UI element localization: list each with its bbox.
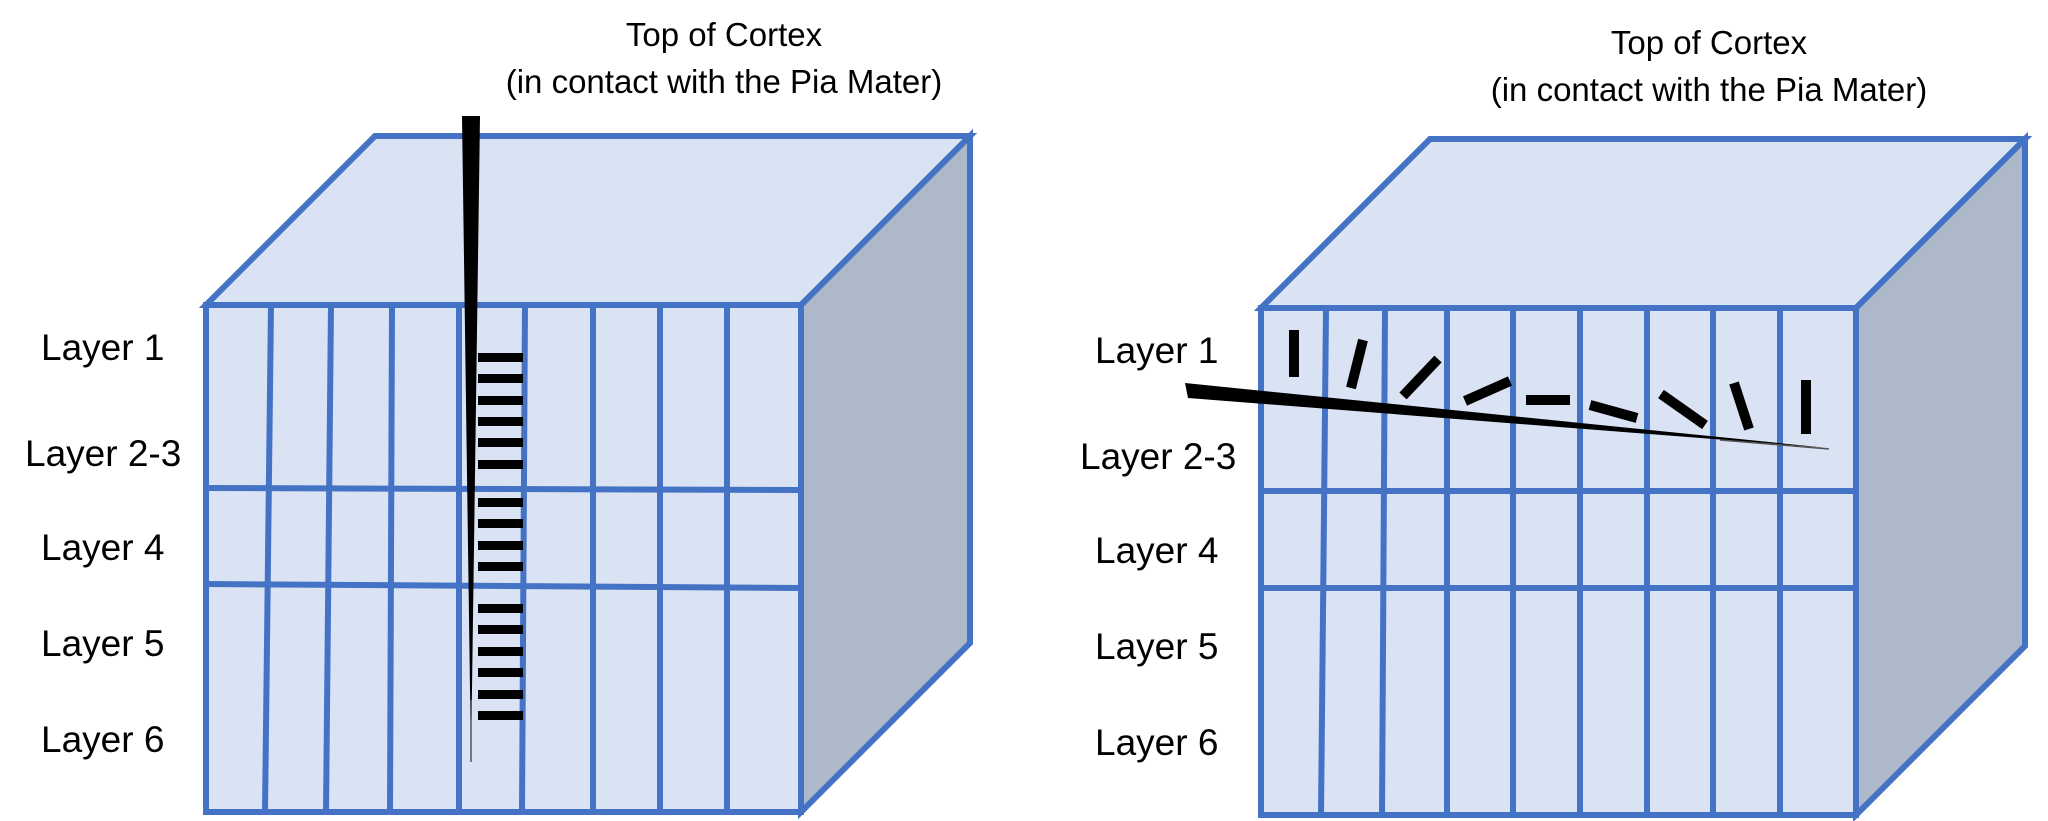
right-probe-shaft (1185, 383, 1828, 448)
right-electrode-site (1729, 381, 1754, 431)
left-probe (462, 116, 523, 762)
left-electrode-site (478, 374, 523, 383)
left-electrode-site (478, 353, 523, 362)
right-label-layer-2-3: Layer 2-3 (1080, 436, 1236, 477)
left-title-line1: Top of Cortex (626, 16, 823, 53)
right-cube-front-face (1258, 305, 1859, 818)
right-label-layer-4: Layer 4 (1095, 530, 1218, 571)
left-electrode-site (478, 711, 523, 720)
right-electrode-site (1462, 376, 1513, 406)
right-electrode-site (1346, 338, 1368, 390)
left-electrode-site (478, 438, 523, 447)
left-electrode-site (478, 460, 523, 469)
left-electrode-site (478, 562, 523, 571)
left-electrode-site (478, 668, 523, 677)
right-probe (1185, 330, 1830, 450)
left-panel: Top of Cortex (in contact with the Pia M… (25, 16, 978, 820)
left-electrode-site (478, 396, 523, 405)
left-electrode-site (478, 417, 523, 426)
left-cube-front-face (203, 302, 804, 815)
left-layer-boundaries (205, 485, 802, 591)
left-label-layer-4: Layer 4 (41, 527, 164, 568)
right-column-lines (1318, 307, 1783, 816)
right-title-line1: Top of Cortex (1611, 24, 1808, 61)
left-electrode-site (478, 690, 523, 699)
left-label-layer-2-3: Layer 2-3 (25, 433, 181, 474)
left-electrode-sites (478, 353, 523, 720)
right-title-line2: (in contact with the Pia Mater) (1491, 71, 1928, 108)
left-electrode-site (478, 625, 523, 634)
right-label-layer-5: Layer 5 (1095, 626, 1218, 667)
left-electrode-site (478, 541, 523, 550)
right-layer-boundaries (1261, 488, 1856, 591)
left-electrode-site (478, 519, 523, 528)
left-probe-shaft (462, 116, 480, 760)
right-electrode-site (1588, 400, 1639, 423)
left-electrode-site (478, 647, 523, 656)
left-label-layer-6: Layer 6 (41, 719, 164, 760)
right-electrode-site (1658, 389, 1708, 430)
left-electrode-site (478, 498, 523, 507)
right-electrode-site (1399, 355, 1442, 400)
right-label-layer-6: Layer 6 (1095, 722, 1218, 763)
right-label-layer-1: Layer 1 (1095, 330, 1218, 371)
left-label-layer-1: Layer 1 (41, 327, 164, 368)
left-electrode-site (478, 604, 523, 613)
right-panel: Top of Cortex (in contact with the Pia M… (1080, 24, 2033, 821)
left-label-layer-5: Layer 5 (41, 623, 164, 664)
right-electrode-sites (1289, 330, 1811, 434)
left-title-line2: (in contact with the Pia Mater) (506, 63, 943, 100)
left-column-lines (262, 304, 730, 813)
